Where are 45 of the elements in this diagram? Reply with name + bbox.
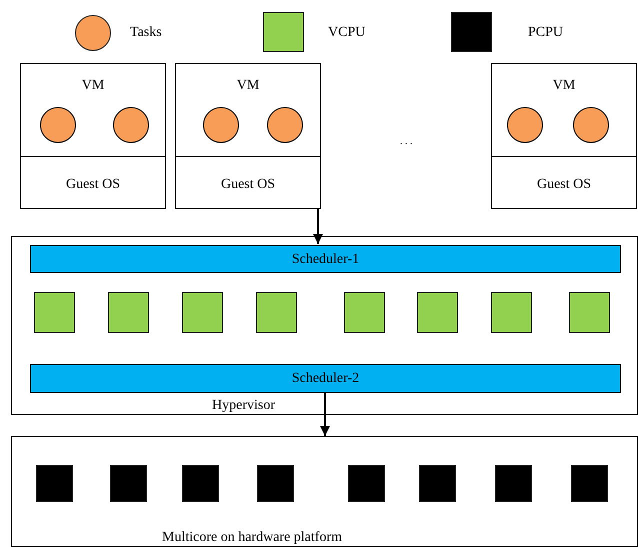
legend-label: PCPU: [528, 25, 564, 41]
pcpu-square: [182, 465, 219, 502]
layer-label: Hypervisor: [212, 398, 275, 414]
legend-label: Tasks: [130, 25, 162, 41]
scheduler-label: Scheduler-1: [290, 252, 360, 268]
vcpu-square: [569, 292, 610, 333]
task-circle: [40, 107, 76, 143]
pcpu-square: [257, 465, 294, 502]
scheduler-bar: [30, 245, 621, 273]
vcpu-square: [491, 292, 532, 333]
vm-label: VM: [80, 78, 106, 94]
task-circle: [113, 107, 149, 143]
vcpu-square: [182, 292, 223, 333]
vcpu-square: [344, 292, 385, 333]
vcpu-square: [256, 292, 297, 333]
vm-box: [20, 63, 166, 209]
pcpu-square: [36, 465, 73, 502]
pcpu-square: [419, 465, 456, 502]
ellipsis-label: . . .: [400, 135, 412, 149]
guest-os-label: Guest OS: [64, 177, 122, 193]
pcpu-square: [495, 465, 532, 502]
pcpu-square: [571, 465, 608, 502]
task-circle: [573, 107, 609, 143]
vcpu-square: [34, 292, 75, 333]
vm-box: [175, 63, 321, 209]
arrow: [313, 209, 323, 244]
layer-label: Multicore on hardware platform: [162, 530, 342, 546]
legend-label: VCPU: [328, 25, 366, 41]
arrow: [320, 392, 330, 436]
layer-box: [11, 236, 638, 415]
task-circle: [507, 107, 543, 143]
scheduler-bar: [30, 364, 621, 393]
vcpu-square: [417, 292, 458, 333]
task-circle: [267, 107, 303, 143]
guest-os-label: Guest OS: [220, 177, 276, 193]
vm-box: [491, 63, 637, 209]
vcpu-square: [108, 292, 149, 333]
vm-label: VM: [552, 78, 576, 94]
pcpu-square: [110, 465, 147, 502]
pcpu-square: [348, 465, 385, 502]
vm-label: VM: [236, 78, 260, 94]
scheduler-label: Scheduler-2: [290, 371, 360, 387]
guest-os-label: Guest OS: [536, 177, 592, 193]
task-circle: [203, 107, 239, 143]
layer-box: [11, 436, 638, 547]
